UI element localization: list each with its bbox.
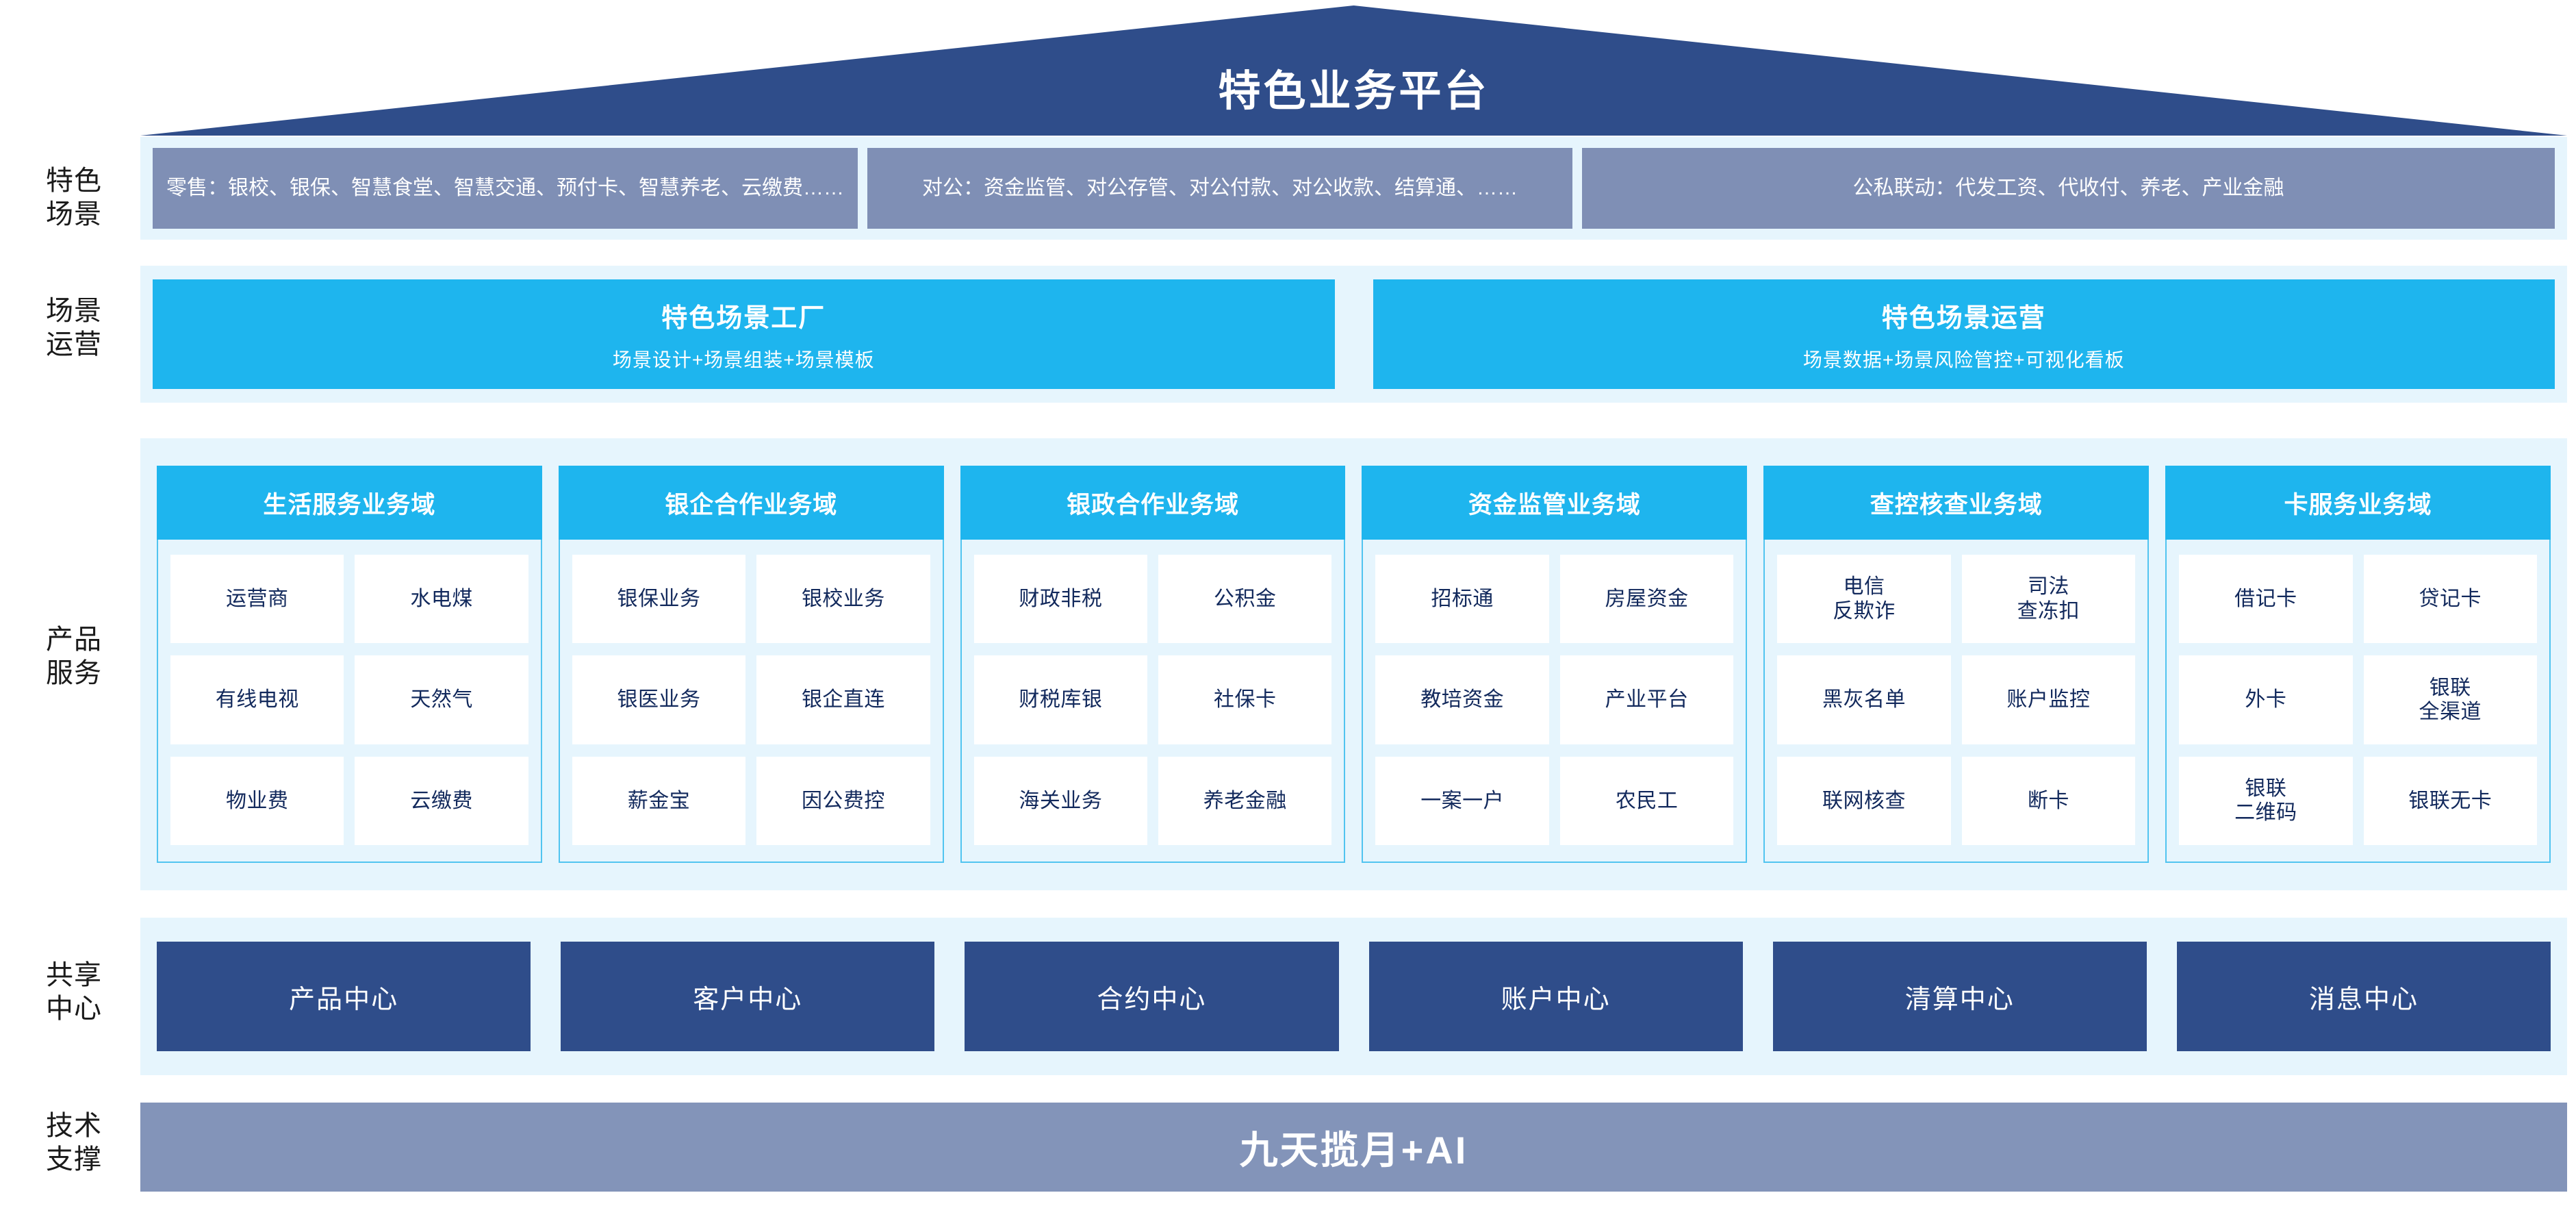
chip[interactable]: 农民工 <box>1559 756 1734 845</box>
chip[interactable]: 物业费 <box>170 756 344 845</box>
tech-support-bar: 九天揽月+AI <box>140 1103 2567 1192</box>
scene-box-corporate[interactable]: 对公：资金监管、对公存管、对公付款、对公收款、结算通、…… <box>867 148 1572 229</box>
domain-investigation-control: 查控核查业务域 电信反欺诈 司法查冻扣 黑灰名单 账户监控 联网核查 断卡 <box>1763 466 2150 863</box>
scene-box-retail[interactable]: 零售：银校、银保、智慧食堂、智慧交通、预付卡、智慧养老、云缴费…… <box>153 148 858 229</box>
row-label-operations: 场景运营 <box>46 296 102 360</box>
chip[interactable]: 联网核查 <box>1777 756 1951 845</box>
chip[interactable]: 外卡 <box>2179 655 2353 744</box>
chip[interactable]: 借记卡 <box>2179 555 2353 644</box>
scene-band: 零售：银校、银保、智慧食堂、智慧交通、预付卡、智慧养老、云缴费…… 对公：资金监… <box>140 137 2567 240</box>
operations-row: 特色场景工厂 场景设计+场景组装+场景模板 特色场景运营 场景数据+场景风险管控… <box>140 266 2567 403</box>
domain-items-card-service: 借记卡 贷记卡 外卡 银联全渠道 银联二维码 银联无卡 <box>2165 540 2551 863</box>
domain-items-bank-enterprise: 银保业务 银校业务 银医业务 银企直连 薪金宝 因公费控 <box>558 540 944 863</box>
scene-row: 零售：银校、银保、智慧食堂、智慧交通、预付卡、智慧养老、云缴费…… 对公：资金监… <box>140 137 2567 240</box>
chip[interactable]: 招标通 <box>1375 555 1549 644</box>
product-band: 生活服务业务域 运营商 水电煤 有线电视 天然气 物业费 云缴费 银企合作业务域… <box>140 438 2567 890</box>
domain-bank-enterprise: 银企合作业务域 银保业务 银校业务 银医业务 银企直连 薪金宝 因公费控 <box>558 466 944 863</box>
chip[interactable]: 贷记卡 <box>2363 555 2537 644</box>
domain-life-service: 生活服务业务域 运营商 水电煤 有线电视 天然气 物业费 云缴费 <box>157 466 542 863</box>
ops-box-scene-operation[interactable]: 特色场景运营 场景数据+场景风险管控+可视化看板 <box>1373 279 2555 389</box>
ops-sub-scene-operation: 场景数据+场景风险管控+可视化看板 <box>1802 349 2125 370</box>
domain-title-card-service: 卡服务业务域 <box>2165 466 2551 540</box>
ops-box-scene-factory[interactable]: 特色场景工厂 场景设计+场景组装+场景模板 <box>153 279 1335 389</box>
shared-center-message[interactable]: 消息中心 <box>2176 942 2551 1051</box>
chip[interactable]: 司法查冻扣 <box>1961 555 2136 644</box>
row-label-shared: 共享中心 <box>46 960 102 1024</box>
row-label-scene: 特色场景 <box>46 166 102 229</box>
domain-title-bank-government: 银政合作业务域 <box>960 466 1346 540</box>
domain-items-investigation-control: 电信反欺诈 司法查冻扣 黑灰名单 账户监控 联网核查 断卡 <box>1763 540 2150 863</box>
row-label-product: 产品服务 <box>46 625 102 688</box>
shared-center-row: 产品中心 客户中心 合约中心 账户中心 清算中心 消息中心 <box>140 918 2567 1075</box>
chip[interactable]: 银医业务 <box>572 655 746 744</box>
chip[interactable]: 电信反欺诈 <box>1777 555 1951 644</box>
domain-card-service: 卡服务业务域 借记卡 贷记卡 外卡 银联全渠道 银联二维码 银联无卡 <box>2165 466 2551 863</box>
ops-title-scene-factory: 特色场景工厂 <box>661 303 826 333</box>
chip[interactable]: 一案一户 <box>1375 756 1549 845</box>
chip[interactable]: 房屋资金 <box>1559 555 1734 644</box>
shared-center-band: 产品中心 客户中心 合约中心 账户中心 清算中心 消息中心 <box>140 918 2567 1075</box>
platform-roof-banner: 特色业务平台 <box>140 5 2567 136</box>
chip[interactable]: 薪金宝 <box>572 756 746 845</box>
chip[interactable]: 运营商 <box>170 555 344 644</box>
chip[interactable]: 有线电视 <box>170 655 344 744</box>
shared-center-product[interactable]: 产品中心 <box>157 942 531 1051</box>
domain-items-fund-supervision: 招标通 房屋资金 教培资金 产业平台 一案一户 农民工 <box>1362 540 1748 863</box>
chip[interactable]: 断卡 <box>1961 756 2136 845</box>
shared-center-clearing[interactable]: 清算中心 <box>1772 942 2147 1051</box>
page-title: 特色业务平台 <box>1218 68 1490 115</box>
domain-title-investigation-control: 查控核查业务域 <box>1763 466 2150 540</box>
ops-title-scene-operation: 特色场景运营 <box>1881 303 2046 333</box>
domain-title-bank-enterprise: 银企合作业务域 <box>558 466 944 540</box>
product-domain-row: 生活服务业务域 运营商 水电煤 有线电视 天然气 物业费 云缴费 银企合作业务域… <box>140 438 2567 890</box>
chip[interactable]: 银校业务 <box>756 555 930 644</box>
chip[interactable]: 银联全渠道 <box>2363 655 2537 744</box>
chip[interactable]: 天然气 <box>355 655 528 744</box>
domain-title-fund-supervision: 资金监管业务域 <box>1362 466 1748 540</box>
chip[interactable]: 云缴费 <box>355 756 528 845</box>
chip[interactable]: 银联二维码 <box>2179 756 2353 845</box>
shared-center-account[interactable]: 账户中心 <box>1368 942 1743 1051</box>
row-label-tech: 技术支撑 <box>46 1111 102 1174</box>
chip[interactable]: 银保业务 <box>572 555 746 644</box>
shared-center-customer[interactable]: 客户中心 <box>561 942 935 1051</box>
chip[interactable]: 公积金 <box>1158 555 1332 644</box>
chip[interactable]: 财政非税 <box>973 555 1148 644</box>
domain-fund-supervision: 资金监管业务域 招标通 房屋资金 教培资金 产业平台 一案一户 农民工 <box>1362 466 1748 863</box>
chip[interactable]: 社保卡 <box>1158 655 1332 744</box>
scene-box-public-private[interactable]: 公私联动：代发工资、代收付、养老、产业金融 <box>1582 148 2555 229</box>
chip[interactable]: 产业平台 <box>1559 655 1734 744</box>
chip[interactable]: 海关业务 <box>973 756 1148 845</box>
shared-center-contract[interactable]: 合约中心 <box>965 942 1339 1051</box>
domain-title-life-service: 生活服务业务域 <box>157 466 542 540</box>
chip[interactable]: 账户监控 <box>1961 655 2136 744</box>
domain-items-life-service: 运营商 水电煤 有线电视 天然气 物业费 云缴费 <box>157 540 542 863</box>
domain-bank-government: 银政合作业务域 财政非税 公积金 财税库银 社保卡 海关业务 养老金融 <box>960 466 1346 863</box>
ops-sub-scene-factory: 场景设计+场景组装+场景模板 <box>612 349 875 370</box>
chip[interactable]: 水电煤 <box>355 555 528 644</box>
chip[interactable]: 养老金融 <box>1158 756 1332 845</box>
chip[interactable]: 教培资金 <box>1375 655 1549 744</box>
chip[interactable]: 黑灰名单 <box>1777 655 1951 744</box>
domain-items-bank-government: 财政非税 公积金 财税库银 社保卡 海关业务 养老金融 <box>960 540 1346 863</box>
chip[interactable]: 因公费控 <box>756 756 930 845</box>
chip[interactable]: 银联无卡 <box>2363 756 2537 845</box>
chip[interactable]: 财税库银 <box>973 655 1148 744</box>
chip[interactable]: 银企直连 <box>756 655 930 744</box>
operations-band: 特色场景工厂 场景设计+场景组装+场景模板 特色场景运营 场景数据+场景风险管控… <box>140 266 2567 403</box>
